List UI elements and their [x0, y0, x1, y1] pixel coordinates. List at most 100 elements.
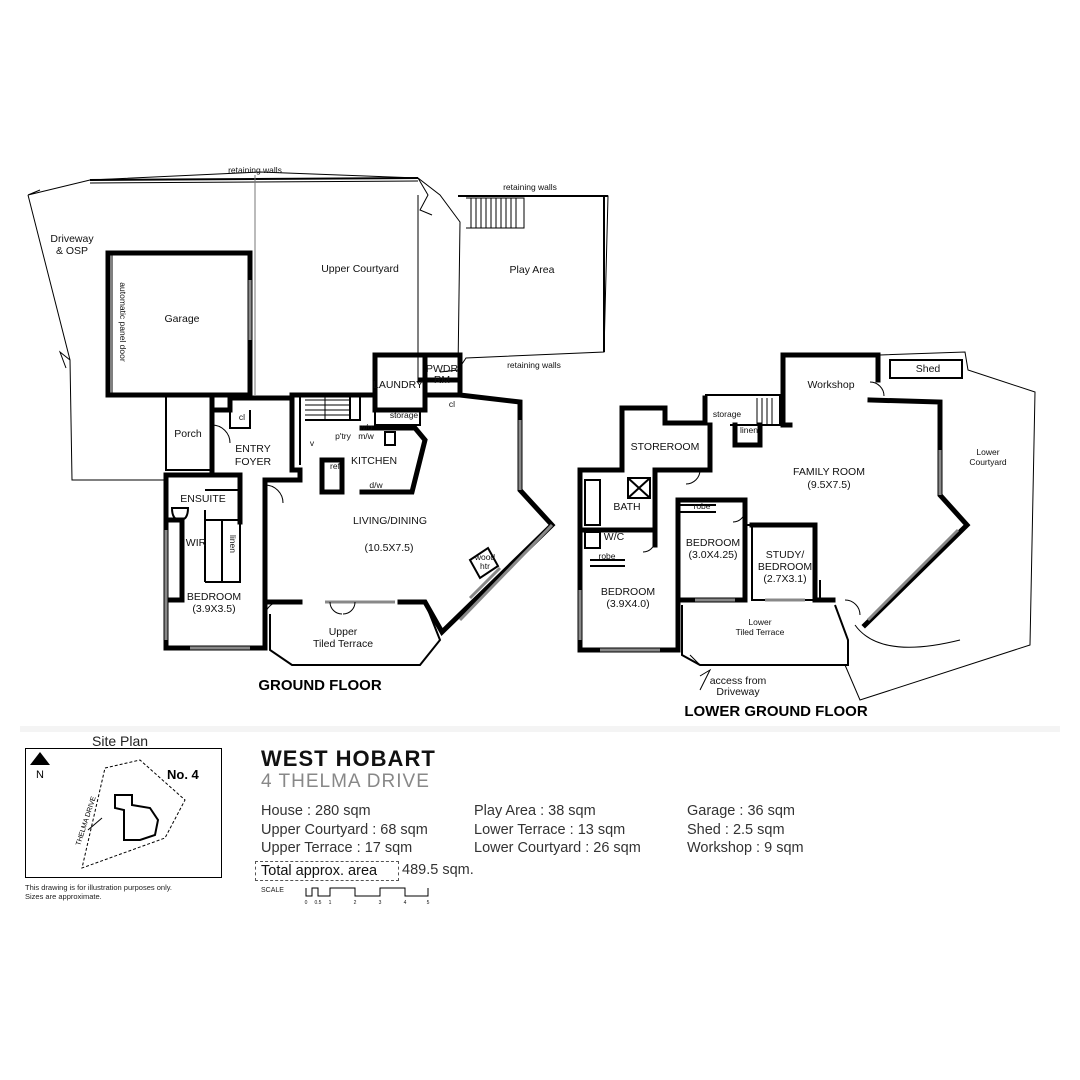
disclaimer-line-1: This drawing is for illustration purpose… [25, 883, 173, 892]
lower-ground-floor-plan [577, 351, 1036, 701]
area-column-2: Play Area : 38 sqm Lower Terrace : 13 sq… [474, 802, 641, 858]
area-workshop: Workshop : 9 sqm [687, 840, 804, 856]
scale-tick-3: 3 [379, 900, 382, 906]
label-pantry: p'try [335, 431, 352, 441]
scale-tick-05: 0.5 [315, 900, 322, 906]
label-kitchen: KITCHEN [351, 455, 397, 467]
area-garage: Garage : 36 sqm [687, 803, 795, 819]
label-robe-b: robe [598, 551, 615, 561]
label-porch: Porch [174, 428, 202, 440]
disclaimer-line-2: Sizes are approximate. [25, 892, 102, 901]
label-retaining-walls-play: retaining walls [503, 182, 557, 192]
label-family-room: FAMILY ROOM [793, 466, 865, 478]
wood-heater [468, 546, 500, 580]
lot-boundary [81, 759, 186, 869]
label-bedroom-2-size: (3.0X4.25) [688, 549, 737, 561]
label-pwdr: PWDR [426, 363, 458, 375]
label-access-driveway: Driveway [716, 686, 760, 698]
label-lower-courtyard-2: Courtyard [969, 457, 1007, 467]
label-wir: WIR [186, 537, 207, 549]
label-upper-courtyard: Upper Courtyard [321, 263, 399, 275]
lower-ground-floor-title: LOWER GROUND FLOOR [684, 703, 867, 720]
site-boundary-lower [689, 351, 1036, 701]
suburb-title: WEST HOBART [261, 746, 436, 771]
label-study: STUDY/ [766, 549, 805, 561]
label-workshop: Workshop [807, 379, 854, 391]
area-house: House : 280 sqm [261, 803, 371, 819]
lower-terrace-outline [681, 604, 849, 666]
label-lower-courtyard: Lower [976, 447, 999, 457]
street-address: 4 THELMA DRIVE [261, 771, 430, 792]
label-bedroom-3-size: (3.9X4.0) [606, 598, 649, 610]
retaining-wall-top [89, 177, 419, 181]
label-rm: RM [434, 374, 450, 386]
area-lower-courtyard: Lower Courtyard : 26 sqm [474, 840, 641, 856]
label-family-room-size: (9.5X7.5) [807, 479, 850, 491]
label-ref: ref [330, 461, 341, 471]
label-dw: d/w [369, 480, 383, 490]
label-panel-door: automatic panel door [118, 282, 128, 362]
label-wood: wood [474, 552, 496, 562]
label-study-bedroom: BEDROOM [758, 561, 812, 573]
total-area-value: 489.5 sqm. [402, 862, 474, 878]
area-upper-terrace: Upper Terrace : 17 sqm [261, 840, 413, 856]
lot-number: No. 4 [167, 767, 200, 782]
site-boundary-ground [27, 171, 461, 481]
total-area-label: Total approx. area [255, 861, 399, 881]
area-play-area: Play Area : 38 sqm [474, 803, 596, 819]
area-column-3: Garage : 36 sqm Shed : 2.5 sqm Workshop … [687, 802, 804, 858]
label-upper-tiled-terrace: Tiled Terrace [313, 638, 373, 650]
label-storeroom: STOREROOM [631, 441, 700, 453]
label-storage-lower: storage [713, 409, 742, 419]
garage-walls [105, 250, 253, 398]
label-wc: W/C [604, 531, 625, 543]
label-linen-lower: linen [740, 425, 758, 435]
label-htr: htr [480, 561, 490, 571]
area-upper-courtyard: Upper Courtyard : 68 sqm [261, 821, 428, 838]
label-bedroom-3: BEDROOM [601, 586, 655, 598]
label-cl-a: cl [239, 412, 245, 422]
label-entry: ENTRY [235, 443, 270, 455]
label-access: access from [710, 675, 767, 687]
label-living-dining-size: (10.5X7.5) [364, 542, 413, 554]
house-footprint [114, 794, 160, 841]
upper-terrace-outline [269, 601, 442, 666]
label-storage-upper: storage [390, 410, 419, 420]
label-bedroom-2: BEDROOM [686, 537, 740, 549]
label-play-area: Play Area [510, 264, 555, 276]
label-lower-terrace: Lower [748, 617, 771, 627]
label-foyer: FOYER [235, 456, 272, 468]
area-column-1: House : 280 sqm Upper Courtyard : 68 sqm… [261, 802, 428, 858]
label-v: v [310, 438, 315, 448]
label-wo: w/o [358, 422, 373, 432]
label-shed: Shed [916, 363, 941, 375]
label-bedroom-main: BEDROOM [187, 591, 241, 603]
scale-tick-4: 4 [404, 900, 407, 906]
site-plan-title: Site Plan [92, 733, 149, 749]
scale-bar: 0 0.5 1 2 3 4 5 [305, 887, 430, 906]
label-garage: Garage [164, 313, 199, 325]
room-labels: retaining walls retaining walls retainin… [50, 165, 1007, 720]
site-plan-frame [25, 748, 222, 878]
scale-tick-2: 2 [354, 900, 357, 906]
label-lower-tiled-terrace: Tiled Terrace [736, 627, 785, 637]
north-arrow-icon [30, 752, 50, 765]
area-shed: Shed : 2.5 sqm [687, 821, 785, 838]
play-area-stairs [466, 197, 525, 229]
kitchen-island [359, 425, 428, 495]
label-retaining-walls-bottom: retaining walls [507, 360, 561, 370]
label-bedroom-main-size: (3.9X3.5) [192, 603, 235, 615]
scale-tick-5: 5 [427, 900, 430, 906]
ground-floor-title: GROUND FLOOR [258, 677, 381, 694]
label-robe-a: robe [693, 501, 710, 511]
scale-tick-0: 0 [305, 900, 308, 906]
label-bath: BATH [613, 501, 640, 513]
info-separator [20, 726, 1060, 732]
ground-floor-plan [27, 171, 609, 666]
label-upper-terrace: Upper [329, 626, 358, 638]
storeroom-walls [577, 395, 713, 533]
label-linen-upper: linen [228, 535, 238, 553]
label-mw: m/w [358, 431, 374, 441]
area-lower-terrace: Lower Terrace : 13 sqm [474, 821, 626, 838]
